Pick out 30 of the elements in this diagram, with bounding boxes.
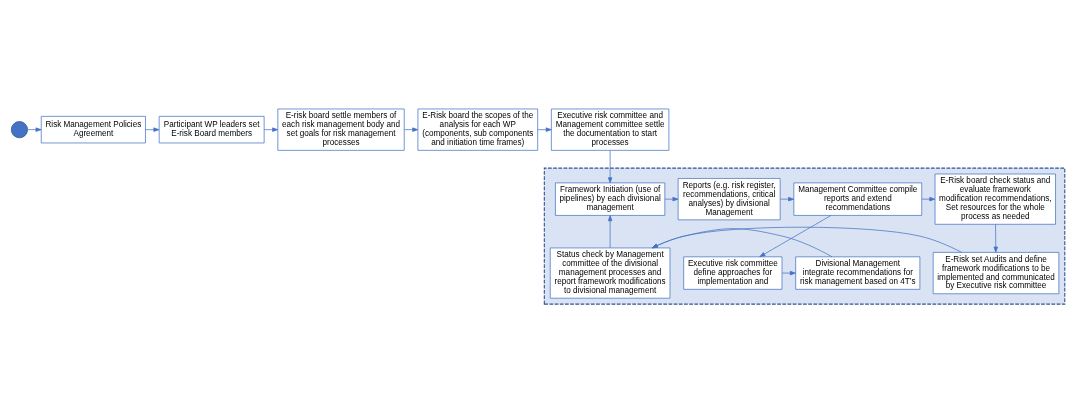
arrow bbox=[780, 196, 795, 202]
arrow bbox=[263, 127, 279, 132]
node-box: E-Risk set Audits and define framework modifications to be implemented and communicated by Executive risk committee bbox=[932, 252, 1060, 295]
arrow bbox=[403, 127, 419, 132]
arrow bbox=[607, 215, 613, 249]
node-box: Executive risk committee and Management committee settle the documentation to start processes bbox=[551, 108, 670, 151]
arrow bbox=[781, 270, 796, 276]
node-box: E-risk board settle members of each risk management body and set goals for risk management processes bbox=[277, 108, 405, 151]
arrow bbox=[607, 150, 613, 184]
arrow bbox=[993, 224, 998, 253]
arrow bbox=[921, 196, 936, 202]
node-box: Executive risk committee define approaches for implementation and bbox=[683, 256, 783, 290]
node-box: Framework Initiation (use of pipelines) by each divisional management bbox=[555, 182, 666, 216]
arrow bbox=[651, 226, 962, 253]
cluster bbox=[543, 167, 1066, 305]
arrow bbox=[664, 196, 679, 202]
node-box: Management Committee compile reports and extend recommendations bbox=[793, 182, 923, 216]
arrow bbox=[651, 228, 833, 258]
arrow bbox=[537, 127, 552, 132]
node-box: Status check by Management committee of the divisional management processes and report framework modifications to divisional management bbox=[549, 247, 671, 299]
node-box: Divisional Management integrate recommendations for risk management based on 4T’s bbox=[795, 256, 921, 290]
node-box: E-Risk board the scopes of the analysis for each WP (components, sub components and initiation time frames) bbox=[417, 108, 539, 151]
node-box: Participant WP leaders set E-risk Board members bbox=[158, 115, 265, 144]
node-circle bbox=[10, 121, 28, 139]
arrow bbox=[27, 127, 42, 132]
arrow bbox=[145, 127, 160, 132]
node-box: Reports (e.g. risk register, recommendations, critical analyses) by divisional Management bbox=[677, 178, 781, 221]
arrow bbox=[759, 215, 832, 258]
node-box: Risk Management Policies Agreement bbox=[40, 115, 146, 144]
node-box: E-Risk board check status and evaluate framework modification recommendations, Set resources for the whole process as needed bbox=[934, 173, 1056, 225]
